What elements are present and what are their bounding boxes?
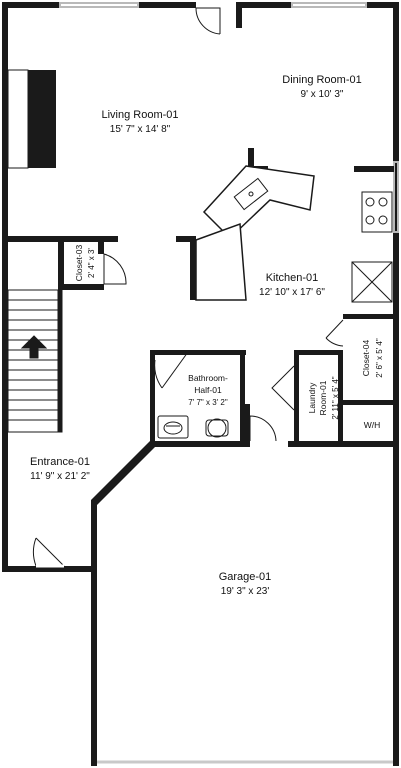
entrance-door [32, 537, 65, 568]
kitchen-label: Kitchen-01 [266, 272, 319, 284]
stairs [7, 289, 63, 433]
laundry-label-2: Room-01 [318, 380, 328, 415]
dining-room-label: Dining Room-01 [282, 74, 361, 86]
living-room-label: Living Room-01 [101, 109, 178, 121]
stairs-up-arrow-icon [20, 335, 48, 359]
toilet-icon [205, 418, 229, 438]
bathroom-label-2: Half-01 [194, 385, 222, 395]
kitchen-dim: 12' 10" x 17' 6" [259, 287, 325, 298]
fireplace-label: Fireplace [13, 94, 25, 142]
bathroom-half-01: Bathroom- Half-01 7' 7" x 3' 2" [150, 350, 246, 446]
bathroom-sink-icon [157, 415, 189, 439]
entrance-dim: 11' 9" x 21' 2" [30, 471, 90, 482]
fireplace: Fireplace [7, 69, 56, 169]
laundry-label-1: Laundry [307, 382, 317, 413]
laundry-room-01: Laundry Room-01 2' 11" x 5' 4" [271, 350, 343, 446]
garage-dim: 19' 3" x 23' [221, 586, 270, 597]
laundry-dim: 2' 11" x 5' 4" [331, 376, 340, 419]
stove-icon [361, 191, 393, 233]
closet-03: Closet-03 2' 4" x 3' [6, 236, 127, 290]
hall-door [249, 415, 277, 442]
closet-04-dim: 2' 6" x 5' 4" [375, 338, 384, 378]
closet-03-dim: 2' 4" x 3' [87, 248, 96, 278]
closet-03-label: Closet-03 [74, 245, 84, 282]
bathroom-dim: 7' 7" x 3' 2" [188, 398, 228, 407]
dining-room-dim: 9' x 10' 3" [301, 89, 344, 100]
entrance-label: Entrance-01 [30, 456, 90, 468]
living-room-dim: 15' 7" x 14' 8" [110, 124, 171, 135]
wh-label: W/H [364, 420, 381, 430]
refrigerator-icon [351, 261, 393, 303]
top-door [195, 7, 221, 35]
closet-04: Closet-04 2' 6" x 5' 4" [325, 314, 393, 405]
closet-04-label: Closet-04 [361, 340, 371, 377]
bathroom-label-1: Bathroom- [188, 373, 228, 383]
kitchen-island [195, 165, 315, 301]
windows [59, 2, 399, 233]
kitchen-sink-icon [233, 177, 269, 211]
garage-label: Garage-01 [219, 571, 272, 583]
